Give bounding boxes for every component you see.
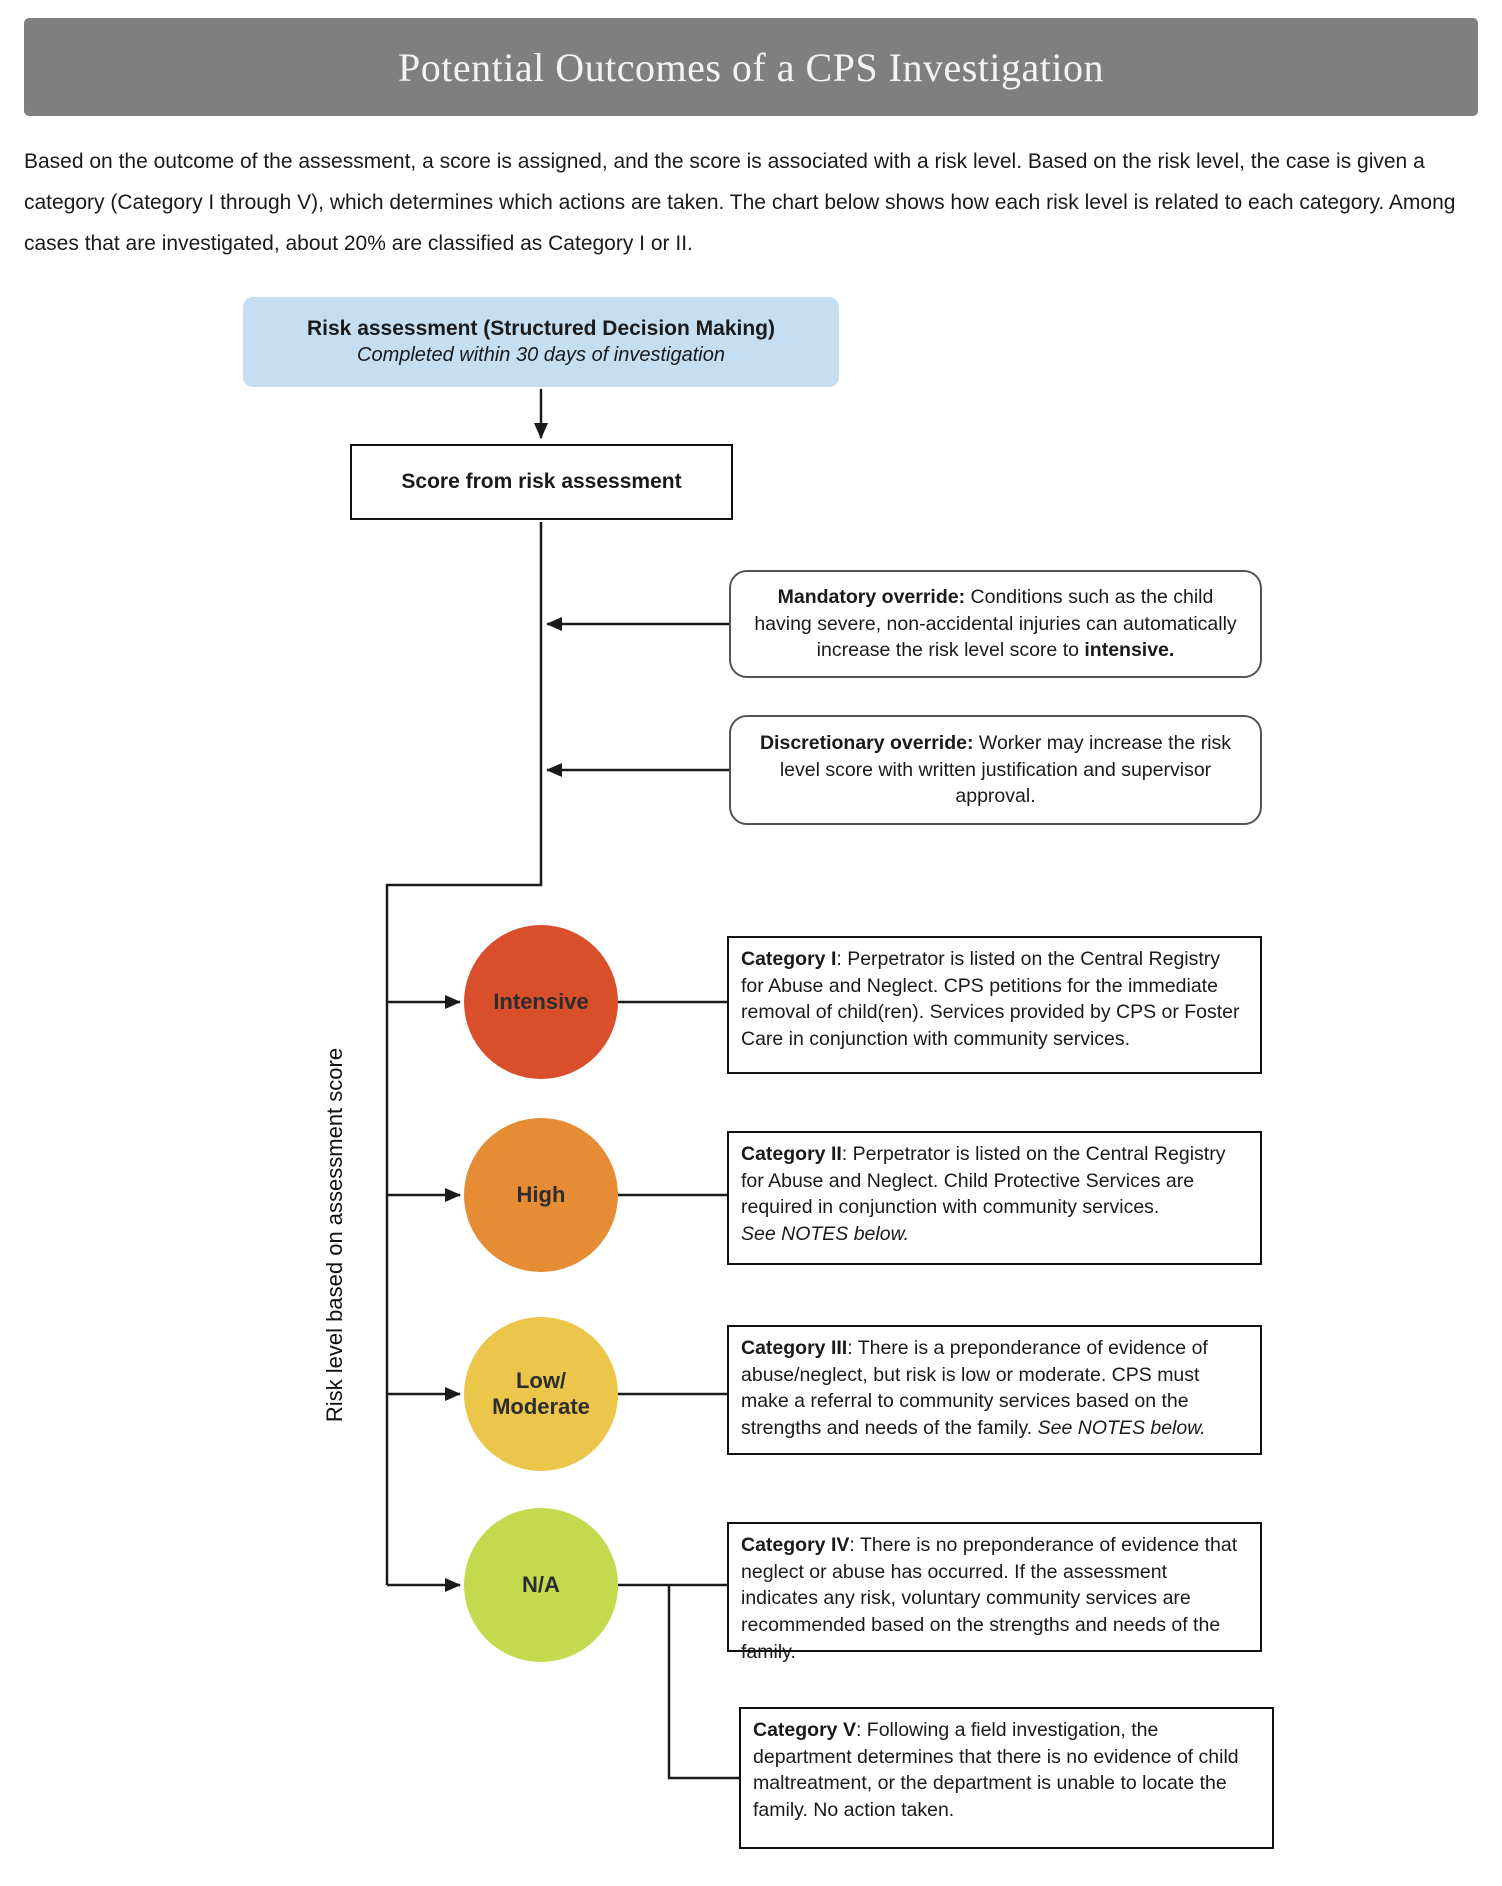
category-4-title: Category IV: [741, 1534, 850, 1556]
category-5-body: : Following a field investigation, the d…: [753, 1719, 1239, 1822]
category-3-title: Category III: [741, 1337, 848, 1359]
category-5-title: Category V: [753, 1719, 856, 1741]
category-box-5: Category V: Following a field investigat…: [739, 1707, 1274, 1849]
intro-paragraph: Based on the outcome of the assessment, …: [24, 150, 1456, 255]
category-2-note: See NOTES below.: [741, 1223, 909, 1246]
risk-level-high: High: [464, 1118, 618, 1272]
category-box-3: Category III: There is a preponderance o…: [727, 1325, 1262, 1455]
page-title: Potential Outcomes of a CPS Investigatio…: [398, 44, 1104, 90]
category-box-4: Category IV: There is no preponderance o…: [727, 1522, 1262, 1663]
category-2-body: : Perpetrator is listed on the Central R…: [741, 1143, 1226, 1219]
risk-assessment-box: Risk assessment (Structured Decision Mak…: [243, 297, 839, 387]
category-3-body: : There is a preponderance of evidence o…: [741, 1337, 1208, 1440]
title-bar: Potential Outcomes of a CPS Investigatio…: [24, 18, 1478, 116]
category-1-title: Category I: [741, 948, 837, 970]
category-3-note: See NOTES below.: [1037, 1417, 1206, 1440]
risk-level-na: N/A: [464, 1508, 618, 1662]
category-4-body: : There is no preponderance of evidence …: [741, 1534, 1238, 1663]
risk-assessment-subtitle: Completed within 30 days of investigatio…: [357, 344, 725, 366]
risk-axis-label: Risk level based on assessment score: [322, 1047, 347, 1423]
risk-level-intensive: Intensive: [464, 925, 618, 1079]
risk-level-low-moderate: Low/ Moderate: [464, 1317, 618, 1471]
mandatory-override-box: Mandatory override: Conditions such as t…: [729, 570, 1262, 678]
score-box: Score from risk assessment: [350, 444, 733, 520]
category-box-2: Category II: Perpetrator is listed on th…: [727, 1131, 1262, 1265]
category-1-body: : Perpetrator is listed on the Central R…: [741, 948, 1240, 1051]
discretionary-override-text: Discretionary override: Worker may incre…: [759, 731, 1232, 808]
category-box-1: Category I: Perpetrator is listed on the…: [727, 936, 1262, 1074]
category-2-title: Category II: [741, 1143, 842, 1165]
discretionary-override-box: Discretionary override: Worker may incre…: [729, 715, 1262, 825]
risk-assessment-title: Risk assessment (Structured Decision Mak…: [307, 317, 775, 340]
mandatory-override-text: Mandatory override: Conditions such as t…: [754, 585, 1237, 662]
